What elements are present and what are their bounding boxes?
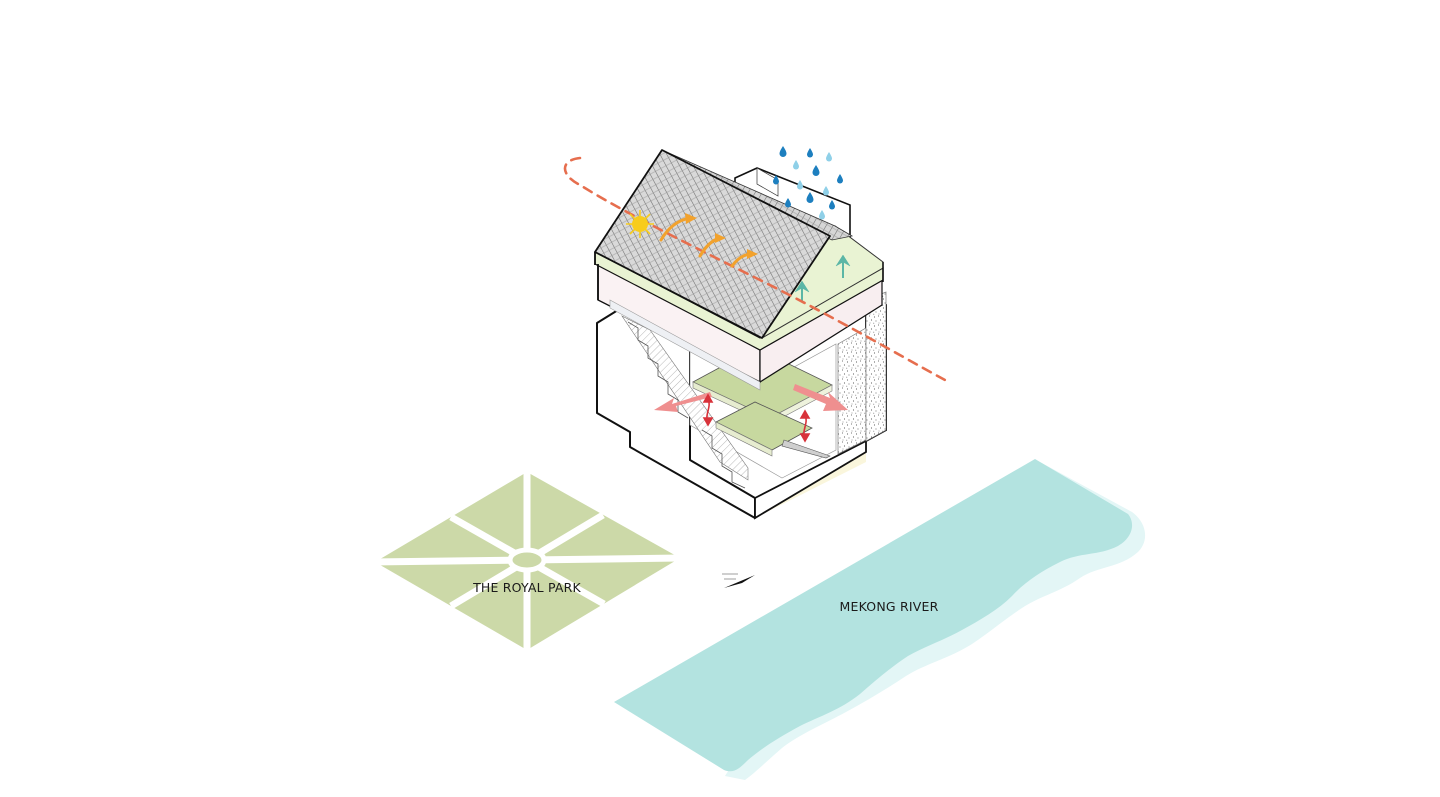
sun-path-dashed-arc [563, 156, 947, 382]
sun-icon [626, 210, 654, 238]
building-axonometric [594, 149, 887, 520]
cross-ventilation-arrows [654, 384, 848, 412]
rain-drops-icon [773, 146, 843, 220]
north-arrow-icon [722, 573, 755, 588]
royal-park: THE ROYAL PARK [374, 472, 681, 650]
roof-tiles [594, 149, 831, 339]
mekong-river: MEKONG RIVER [614, 459, 1146, 780]
river-water [614, 459, 1133, 772]
vertical-air-circulation-arrows [702, 393, 811, 443]
staircase [621, 315, 749, 489]
perforated-wall [837, 327, 867, 455]
lower-wall-right [754, 439, 867, 520]
ventilation-up-arrows [794, 254, 851, 302]
park-label: THE ROYAL PARK [472, 580, 581, 595]
river-label: MEKONG RIVER [840, 599, 939, 614]
